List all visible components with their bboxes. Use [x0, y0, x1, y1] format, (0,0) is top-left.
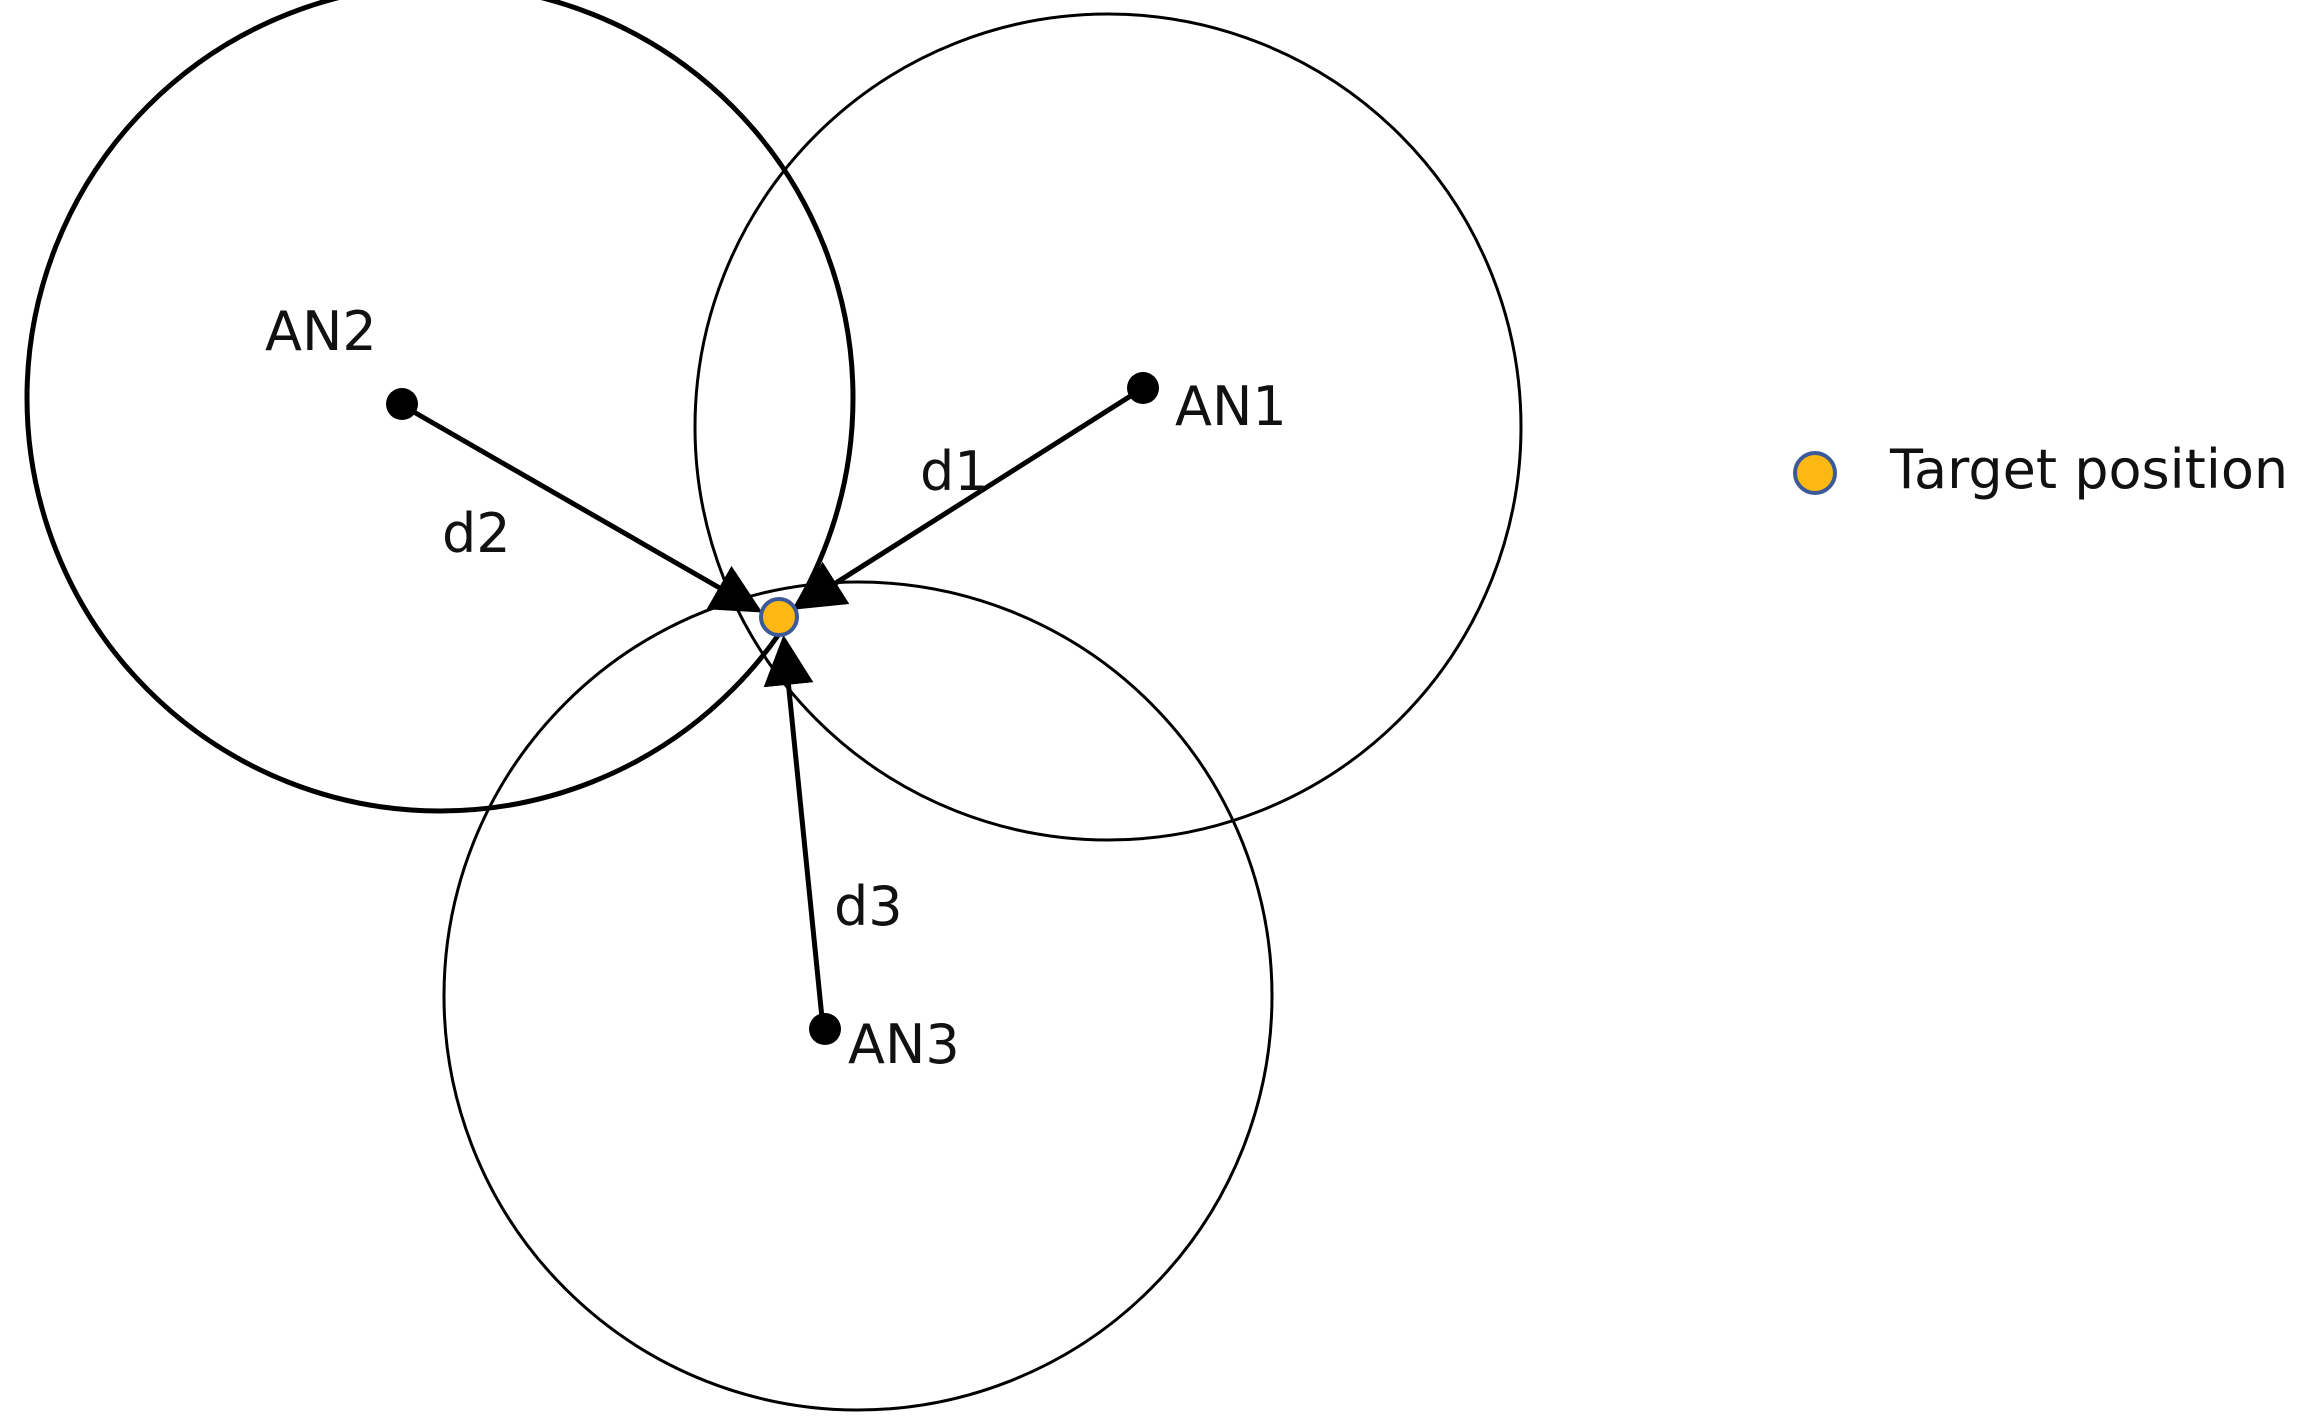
target-position-dot — [759, 597, 799, 637]
legend-target-label: Target position — [1889, 438, 2288, 501]
legend: Target position — [1793, 438, 2288, 501]
distance-label-d3: d3 — [834, 875, 903, 938]
distance-arrow-d2 — [398, 401, 763, 613]
anchor-label-an3: AN3 — [848, 1013, 960, 1076]
anchor-label-an2: AN2 — [265, 300, 377, 363]
distance-arrow-d1 — [793, 387, 1142, 610]
distance-label-d2: d2 — [442, 502, 511, 565]
anchor-label-an1: AN1 — [1175, 375, 1287, 438]
range-circle-an2 — [24, 0, 856, 814]
anchor-an3-dot — [809, 1013, 841, 1045]
legend-target-marker — [1793, 451, 1837, 495]
distance-arrow-d3 — [763, 635, 826, 1029]
range-circle-an3 — [442, 580, 1274, 1412]
distance-label-d1: d1 — [920, 440, 989, 503]
anchor-an2-dot — [386, 388, 418, 420]
anchor-an1-dot — [1127, 372, 1159, 404]
range-circle-an1 — [693, 12, 1523, 842]
